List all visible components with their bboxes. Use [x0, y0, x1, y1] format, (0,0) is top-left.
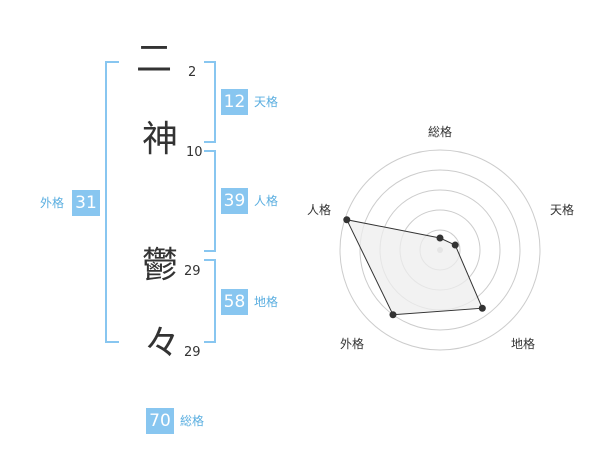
jinkaku-label: 人格 [254, 194, 279, 208]
soukaku-label: 総格 [180, 414, 205, 428]
radar-label-gaikaku: 外格 [340, 337, 365, 351]
radar-point-3 [478, 304, 486, 312]
jinkaku-bracket [204, 150, 216, 252]
chikaku-value: 58 [221, 289, 248, 315]
tenkaku-bracket [204, 61, 216, 143]
radar-point-4 [389, 311, 397, 319]
stroke-count-4: 29 [184, 345, 201, 360]
gaikaku-bracket [105, 61, 119, 343]
gaikaku-label: 外格 [40, 196, 65, 210]
gaikaku-value: 31 [72, 190, 100, 216]
radar-label-chikaku: 地格 [511, 337, 536, 351]
radar-ring [339, 149, 541, 351]
name-char-2: 神 [141, 119, 178, 160]
radar-label-jinkaku: 人格 [307, 203, 332, 217]
tenkaku-label: 天格 [254, 95, 279, 109]
radar-points [343, 216, 486, 319]
tenkaku-value: 12 [221, 89, 248, 115]
radar-ring [359, 169, 521, 331]
chikaku-bracket [204, 259, 216, 343]
stroke-count-3: 29 [184, 264, 201, 279]
radar-point-1 [436, 234, 444, 242]
radar-area [345, 219, 484, 316]
name-char-1: 二 [135, 39, 172, 80]
soukaku-value: 70 [146, 408, 174, 434]
radar-point-5 [343, 216, 351, 224]
chikaku-label: 地格 [254, 295, 279, 309]
stroke-count-1: 2 [188, 65, 197, 80]
radar-point-2 [451, 241, 459, 249]
name-char-3: 鬱 [141, 245, 178, 286]
radar-label-soukaku: 総格 [428, 125, 453, 139]
name-char-4: 々 [143, 323, 180, 364]
stroke-count-2: 10 [186, 145, 203, 160]
jinkaku-value: 39 [221, 188, 248, 214]
radar-label-tenkaku: 天格 [550, 203, 575, 217]
